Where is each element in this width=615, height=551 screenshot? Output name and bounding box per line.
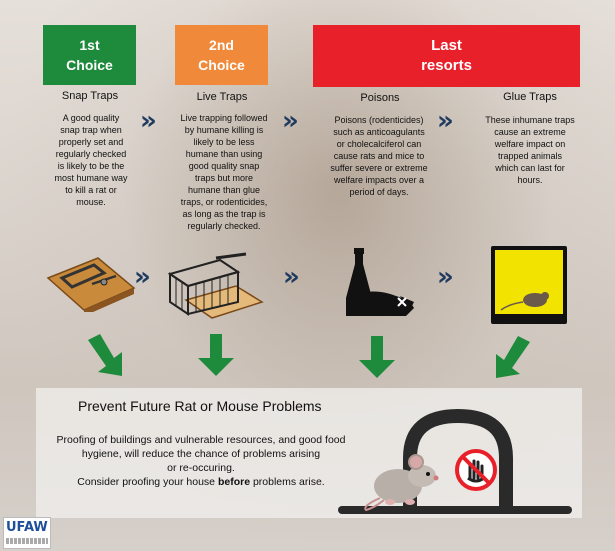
live-traps-label: Live Traps bbox=[196, 91, 248, 103]
desc-line: mouse. bbox=[76, 197, 106, 207]
arrow-down-icon bbox=[496, 336, 530, 378]
desc-line: cause rats and mice to bbox=[333, 151, 425, 161]
prevention-line: Consider proofing your house before prob… bbox=[36, 475, 366, 489]
desc-line: trapped animals bbox=[497, 151, 563, 161]
desc-line: welfare impacts over a bbox=[333, 175, 425, 185]
desc-line: good quality snap bbox=[188, 161, 260, 171]
poison-icon bbox=[346, 248, 414, 316]
snap-trap-icon bbox=[46, 257, 136, 312]
second-choice-line1: 2nd bbox=[209, 37, 234, 53]
desc-line: snap trap when bbox=[60, 125, 122, 135]
chevron-right-icon: » bbox=[140, 106, 157, 136]
prevention-line: or re-occuring. bbox=[167, 462, 235, 474]
last-resorts-box: Last resorts bbox=[313, 25, 580, 87]
desc-line: A good quality bbox=[62, 113, 120, 123]
last-resorts-line2: resorts bbox=[421, 57, 472, 74]
last-resorts-line1: Last bbox=[431, 37, 462, 54]
arrow-down-icon bbox=[88, 334, 122, 376]
chevron-right-icon: » bbox=[437, 106, 454, 136]
chevron-right-icon: » bbox=[437, 262, 454, 292]
first-choice-line2: Choice bbox=[66, 57, 113, 73]
ufaw-logo: UFAW bbox=[3, 517, 51, 549]
desc-line: as long as the trap is bbox=[182, 209, 266, 219]
desc-line: or cholecalciferol can bbox=[336, 139, 422, 149]
desc-line: These inhumane traps bbox=[485, 115, 575, 125]
prevention-text: Proofing of buildings and vulnerable res… bbox=[36, 433, 366, 489]
poisons-label: Poisons bbox=[360, 92, 400, 104]
glue-trap-icon bbox=[491, 246, 567, 324]
desc-line: to kill a rat or bbox=[65, 185, 117, 195]
prevention-line-post: problems arise. bbox=[250, 476, 325, 488]
prevention-title: Prevent Future Rat or Mouse Problems bbox=[78, 398, 322, 414]
prevention-line-pre: Consider proofing your house bbox=[77, 476, 218, 488]
desc-line: likely to be less bbox=[193, 137, 255, 147]
live-trap-icon bbox=[167, 252, 264, 319]
live-traps-description: Live trapping followed by humane killing… bbox=[162, 112, 286, 232]
desc-line: by humane killing is bbox=[184, 125, 264, 135]
desc-line: which can last for bbox=[495, 163, 565, 173]
prevention-panel bbox=[36, 388, 582, 518]
second-choice-line2: Choice bbox=[198, 57, 245, 73]
logo-text: UFAW bbox=[6, 520, 48, 535]
desc-line: traps but more bbox=[194, 173, 254, 183]
prevention-line-bold: before bbox=[217, 476, 251, 488]
first-choice-line1: 1st bbox=[79, 37, 100, 53]
mouse-hole-icon bbox=[338, 408, 572, 514]
desc-line: is likely to be the bbox=[57, 161, 125, 171]
desc-line: welfare impact on bbox=[494, 139, 566, 149]
desc-line: cause an extreme bbox=[494, 127, 566, 137]
desc-line: humane than using bbox=[185, 149, 263, 159]
prevention-line: Proofing of buildings and vulnerable res… bbox=[56, 434, 346, 446]
glue-traps-label: Glue Traps bbox=[503, 91, 557, 103]
desc-line: most humane way bbox=[54, 173, 128, 183]
glue-traps-description: These inhumane traps cause an extreme we… bbox=[468, 114, 592, 186]
desc-line: such as anticoagulants bbox=[333, 127, 425, 137]
prevention-line: hygiene, will reduce the chance of probl… bbox=[81, 448, 321, 460]
desc-line: humane than glue bbox=[187, 185, 261, 195]
desc-line: Poisons (rodenticides) bbox=[334, 115, 424, 125]
desc-line: hours. bbox=[517, 175, 543, 185]
poisons-description: Poisons (rodenticides) such as anticoagu… bbox=[313, 114, 445, 198]
desc-line: period of days. bbox=[349, 187, 409, 197]
desc-line: Live trapping followed bbox=[180, 113, 268, 123]
arrow-down-icon bbox=[359, 336, 395, 378]
snap-traps-label: Snap Traps bbox=[61, 90, 119, 102]
chevron-right-icon: » bbox=[282, 106, 299, 136]
desc-line: traps, or rodenticides, bbox=[180, 197, 268, 207]
desc-line: properly set and bbox=[58, 137, 124, 147]
desc-line: suffer severe or extreme bbox=[330, 163, 428, 173]
logo-subtext bbox=[6, 538, 48, 544]
no-hand-icon bbox=[455, 449, 497, 491]
mouse-icon bbox=[364, 454, 439, 512]
snap-traps-description: A good quality snap trap when properly s… bbox=[38, 112, 144, 208]
chevron-right-icon: » bbox=[283, 262, 300, 292]
arrow-down-icon bbox=[198, 334, 234, 376]
desc-line: regularly checked bbox=[55, 149, 127, 159]
desc-line: regularly checked. bbox=[187, 221, 261, 231]
